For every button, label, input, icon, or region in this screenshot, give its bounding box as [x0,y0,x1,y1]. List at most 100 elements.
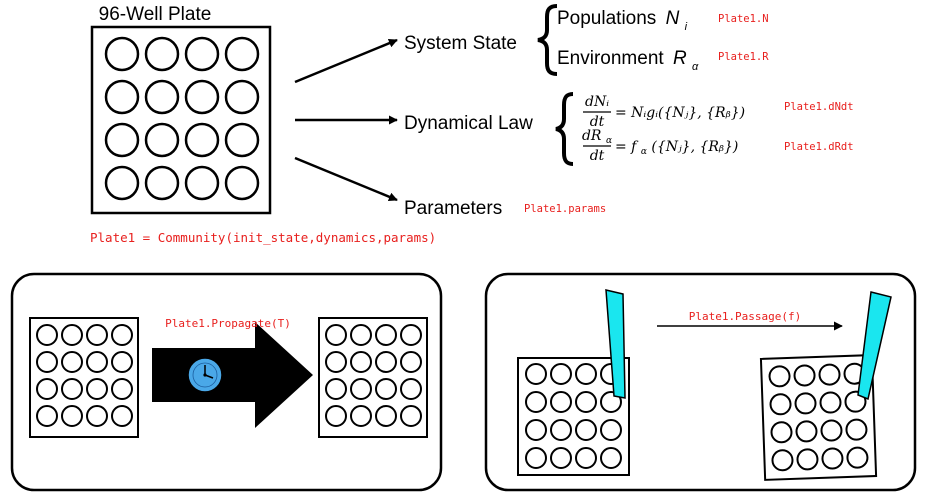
well [61,405,83,427]
well [111,351,133,373]
well [575,391,597,413]
well [525,363,547,385]
propagate-panel [10,272,443,492]
propagate-code: Plate1.Propagate(T) [165,317,291,330]
well [36,351,58,373]
dynamical-law-brace [555,92,574,166]
well [525,419,547,441]
well [575,419,597,441]
parameters-code: Plate1.params [524,203,606,215]
pipette-icon-source [605,289,626,399]
passage-panel [484,272,917,492]
well [144,79,180,115]
dRdt-rhs-args: ({Nⱼ}, {Rᵦ}) [651,139,738,155]
well [104,79,140,115]
dRdt-rhs-sub: α [641,147,647,157]
well [224,36,260,72]
well [144,36,180,72]
well [36,324,58,346]
well [86,378,108,400]
system-state-brace [537,4,558,76]
arrow-to-system-state [294,38,398,84]
passage-plate-target-wells [768,362,869,472]
well [104,165,140,201]
environment-subscript: α [692,61,699,73]
well [600,419,622,441]
well [350,405,372,427]
svg-text:dR α: dR α [582,128,612,146]
well [525,391,547,413]
dRdt-denominator: dt [590,148,605,164]
well [375,351,397,373]
well [375,324,397,346]
well [104,36,140,72]
well [796,448,819,471]
dRdt-numerator-sub: α [606,136,612,146]
arrow-to-parameters [294,156,398,202]
well [375,405,397,427]
well [61,378,83,400]
pipette-icon-target [857,291,892,401]
well [375,378,397,400]
well [821,447,844,470]
dRdt-rhs: = f [615,139,639,155]
well [844,390,867,413]
well [350,351,372,373]
main-plate-wells [104,36,260,201]
propagate-plate-before-wells [36,324,133,427]
well [846,446,869,469]
well [104,122,140,158]
passage-plate-target [759,354,878,481]
well [325,351,347,373]
propagate-arrow [152,322,313,428]
well [86,324,108,346]
parameters-label: Parameters [404,198,502,219]
populations-symbol: N [666,8,680,29]
system-state-label: System State [404,33,517,54]
well [400,378,422,400]
well [350,378,372,400]
propagate-plate-before [29,317,139,438]
well [771,449,794,472]
well [794,392,817,415]
svg-text:Populations N i: Populations N i [557,8,688,33]
well [36,378,58,400]
well [845,418,868,441]
well [769,393,792,416]
well [325,405,347,427]
well [184,165,220,201]
well [111,405,133,427]
passage-plate-source-wells [525,363,622,469]
populations-label: Populations [557,8,656,29]
well [768,365,791,388]
well [400,351,422,373]
dynamical-law-label: Dynamical Law [404,113,533,134]
passage-code: Plate1.Passage(f) [689,310,802,323]
well [550,447,572,469]
well [770,421,793,444]
environment-symbol: R [673,48,687,69]
well [184,79,220,115]
passage-plate-source [517,357,630,476]
well [600,447,622,469]
well [224,79,260,115]
well [575,447,597,469]
well [36,405,58,427]
plate-title: 96-Well Plate [99,4,212,25]
populations-subscript: i [685,21,688,33]
well [575,363,597,385]
main-plate [90,25,272,215]
well [144,165,180,201]
well [819,391,842,414]
environment-label: Environment [557,48,664,69]
populations-code: Plate1.N [718,13,769,25]
dNdt-denominator: dt [590,114,605,130]
well [111,324,133,346]
well [525,447,547,469]
well [550,391,572,413]
dNdt-numerator: dNᵢ [585,94,609,110]
well [111,378,133,400]
constructor-code: Plate1 = Community(init_state,dynamics,p… [90,230,436,245]
well [144,122,180,158]
